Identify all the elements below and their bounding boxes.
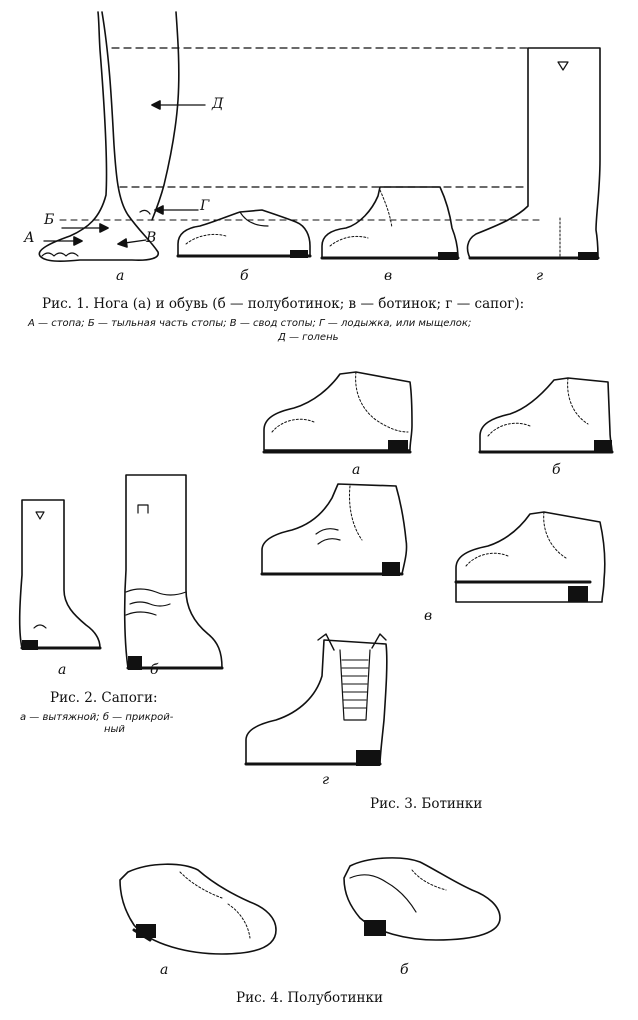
fig1-legend-line1: А — стопа; Б — тыльная часть стопы; В — … — [28, 318, 472, 329]
fig1-tall-boot — [466, 47, 601, 260]
fig3-boot-v1 — [260, 483, 408, 576]
fig3-panel-label-a: а — [352, 462, 361, 478]
fig1-ankle-boot — [320, 186, 460, 260]
fig4-panel-label-b: б — [400, 962, 409, 978]
fig3-panel-label-g: г — [322, 772, 330, 788]
fig3-boot-g — [244, 633, 388, 766]
fig2-boot-b — [123, 474, 224, 670]
fig2-drawing — [18, 474, 224, 670]
fig3-boot-v2 — [454, 511, 606, 603]
label-d: Д — [212, 96, 224, 112]
fig1-panel-label-v: в — [384, 268, 393, 284]
fig1-panel-label-b: б — [240, 268, 249, 284]
leg-drawing — [38, 11, 159, 262]
ankle-mark — [139, 209, 151, 215]
arrow-b-head — [99, 223, 109, 233]
label-a: А — [24, 230, 35, 246]
leg-toes — [41, 252, 79, 257]
arrow-g-head — [154, 205, 164, 215]
fig2-legend-line1: а — вытяжной; б — прикрой- — [20, 712, 174, 723]
label-v: В — [146, 230, 157, 246]
fig1-legend-line2: Д — голень — [278, 332, 339, 343]
fig1-panel-label-g: г — [536, 268, 544, 284]
fig1-caption: Рис. 1. Нога (а) и обувь (б — полуботино… — [42, 296, 525, 312]
label-b: Б — [44, 212, 55, 228]
fig3-panel-label-v: в — [424, 608, 433, 624]
fig3-drawing — [244, 371, 614, 766]
fig2-caption: Рис. 2. Сапоги: — [50, 690, 158, 706]
fig2-boot-a — [18, 499, 102, 650]
leg-calf-line — [151, 11, 180, 221]
fig4-shoe-a — [119, 863, 277, 955]
fig4-drawing — [119, 857, 501, 955]
fig3-caption: Рис. 3. Ботинки — [370, 796, 483, 812]
arrow-d-head — [151, 100, 161, 110]
fig1-panel-label-a: а — [116, 268, 125, 284]
fig3-boot-b — [478, 377, 614, 454]
fig4-caption: Рис. 4. Полуботинки — [236, 990, 383, 1006]
fig2-panel-label-a: а — [58, 662, 67, 678]
fig4-panel-label-a: а — [160, 962, 169, 978]
fig3-boot-a — [262, 371, 413, 454]
fig1-low-shoe — [176, 209, 312, 258]
fig2-legend-line2: ный — [104, 724, 125, 735]
label-g: Г — [200, 198, 210, 214]
fig1-drawing — [38, 11, 601, 262]
fig3-panel-label-b: б — [552, 462, 561, 478]
arrow-a-head — [73, 236, 83, 246]
fig4-shoe-b — [343, 857, 501, 941]
fig2-panel-label-b: б — [150, 662, 159, 678]
arrow-v-head — [117, 238, 128, 248]
